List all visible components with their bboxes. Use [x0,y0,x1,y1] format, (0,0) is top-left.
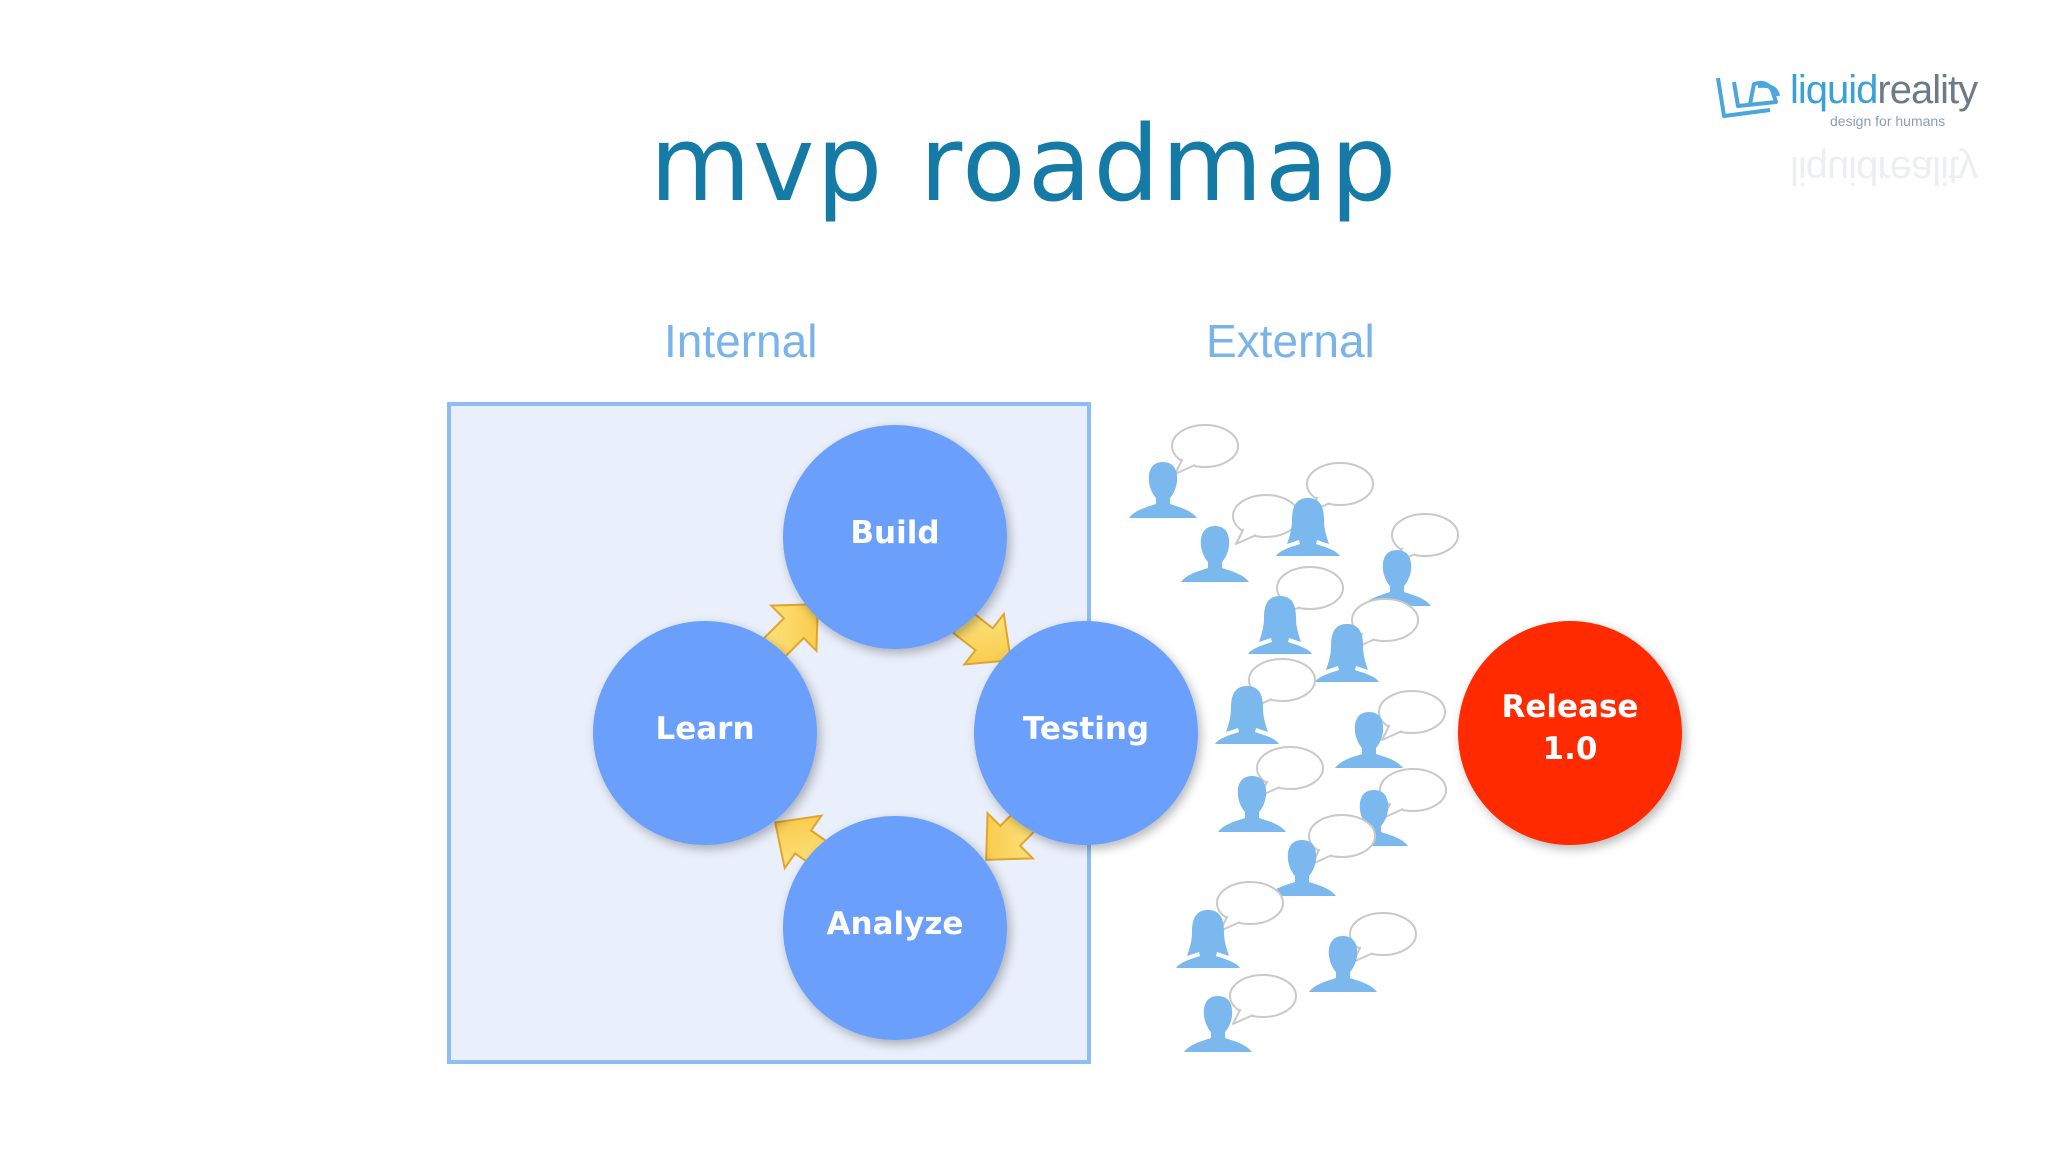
lr-logo-icon [1716,77,1780,118]
speech-bubble-icon [1256,746,1324,797]
cycle-nodes: Build Learn Analyze Testing [593,425,1198,1040]
arrow-learn-to-build [762,603,819,660]
node-learn: Learn [593,621,817,845]
internal-label: Internal [664,315,818,367]
node-testing-label: Testing [1023,711,1149,747]
speech-bubble-icon [1171,424,1239,475]
node-testing: Testing [974,621,1198,845]
person-icon [1363,550,1431,606]
speech-bubble-icon [1308,814,1376,865]
speech-bubble-icon [1379,768,1447,819]
release-node: Release 1.0 [1458,621,1682,845]
node-analyze: Analyze [783,816,1007,1040]
speech-bubble-icon [1378,690,1446,741]
arrow-build-to-testing [951,609,1013,666]
node-build: Build [783,425,1007,649]
node-learn-label: Learn [655,711,754,747]
logo-wordmark: liquidreality [1790,68,1978,112]
release-label-line2: 1.0 [1543,731,1598,767]
person-icon [1181,526,1249,582]
person-icon [1129,462,1197,518]
node-build-label: Build [850,515,939,551]
node-analyze-label: Analyze [827,906,964,942]
speech-bubble-icon [1349,912,1417,963]
speech-bubble-icon [1216,881,1284,932]
slide-title: mvp roadmap [649,103,1399,225]
release-label-line1: Release [1502,689,1639,725]
external-label: External [1206,315,1375,367]
logo-tagline: design for humans [1830,113,1946,129]
speech-bubble-icon [1232,494,1300,545]
speech-bubble-icon [1229,974,1297,1025]
company-logo: liquidreality design for humans liquidre… [1710,62,2010,202]
